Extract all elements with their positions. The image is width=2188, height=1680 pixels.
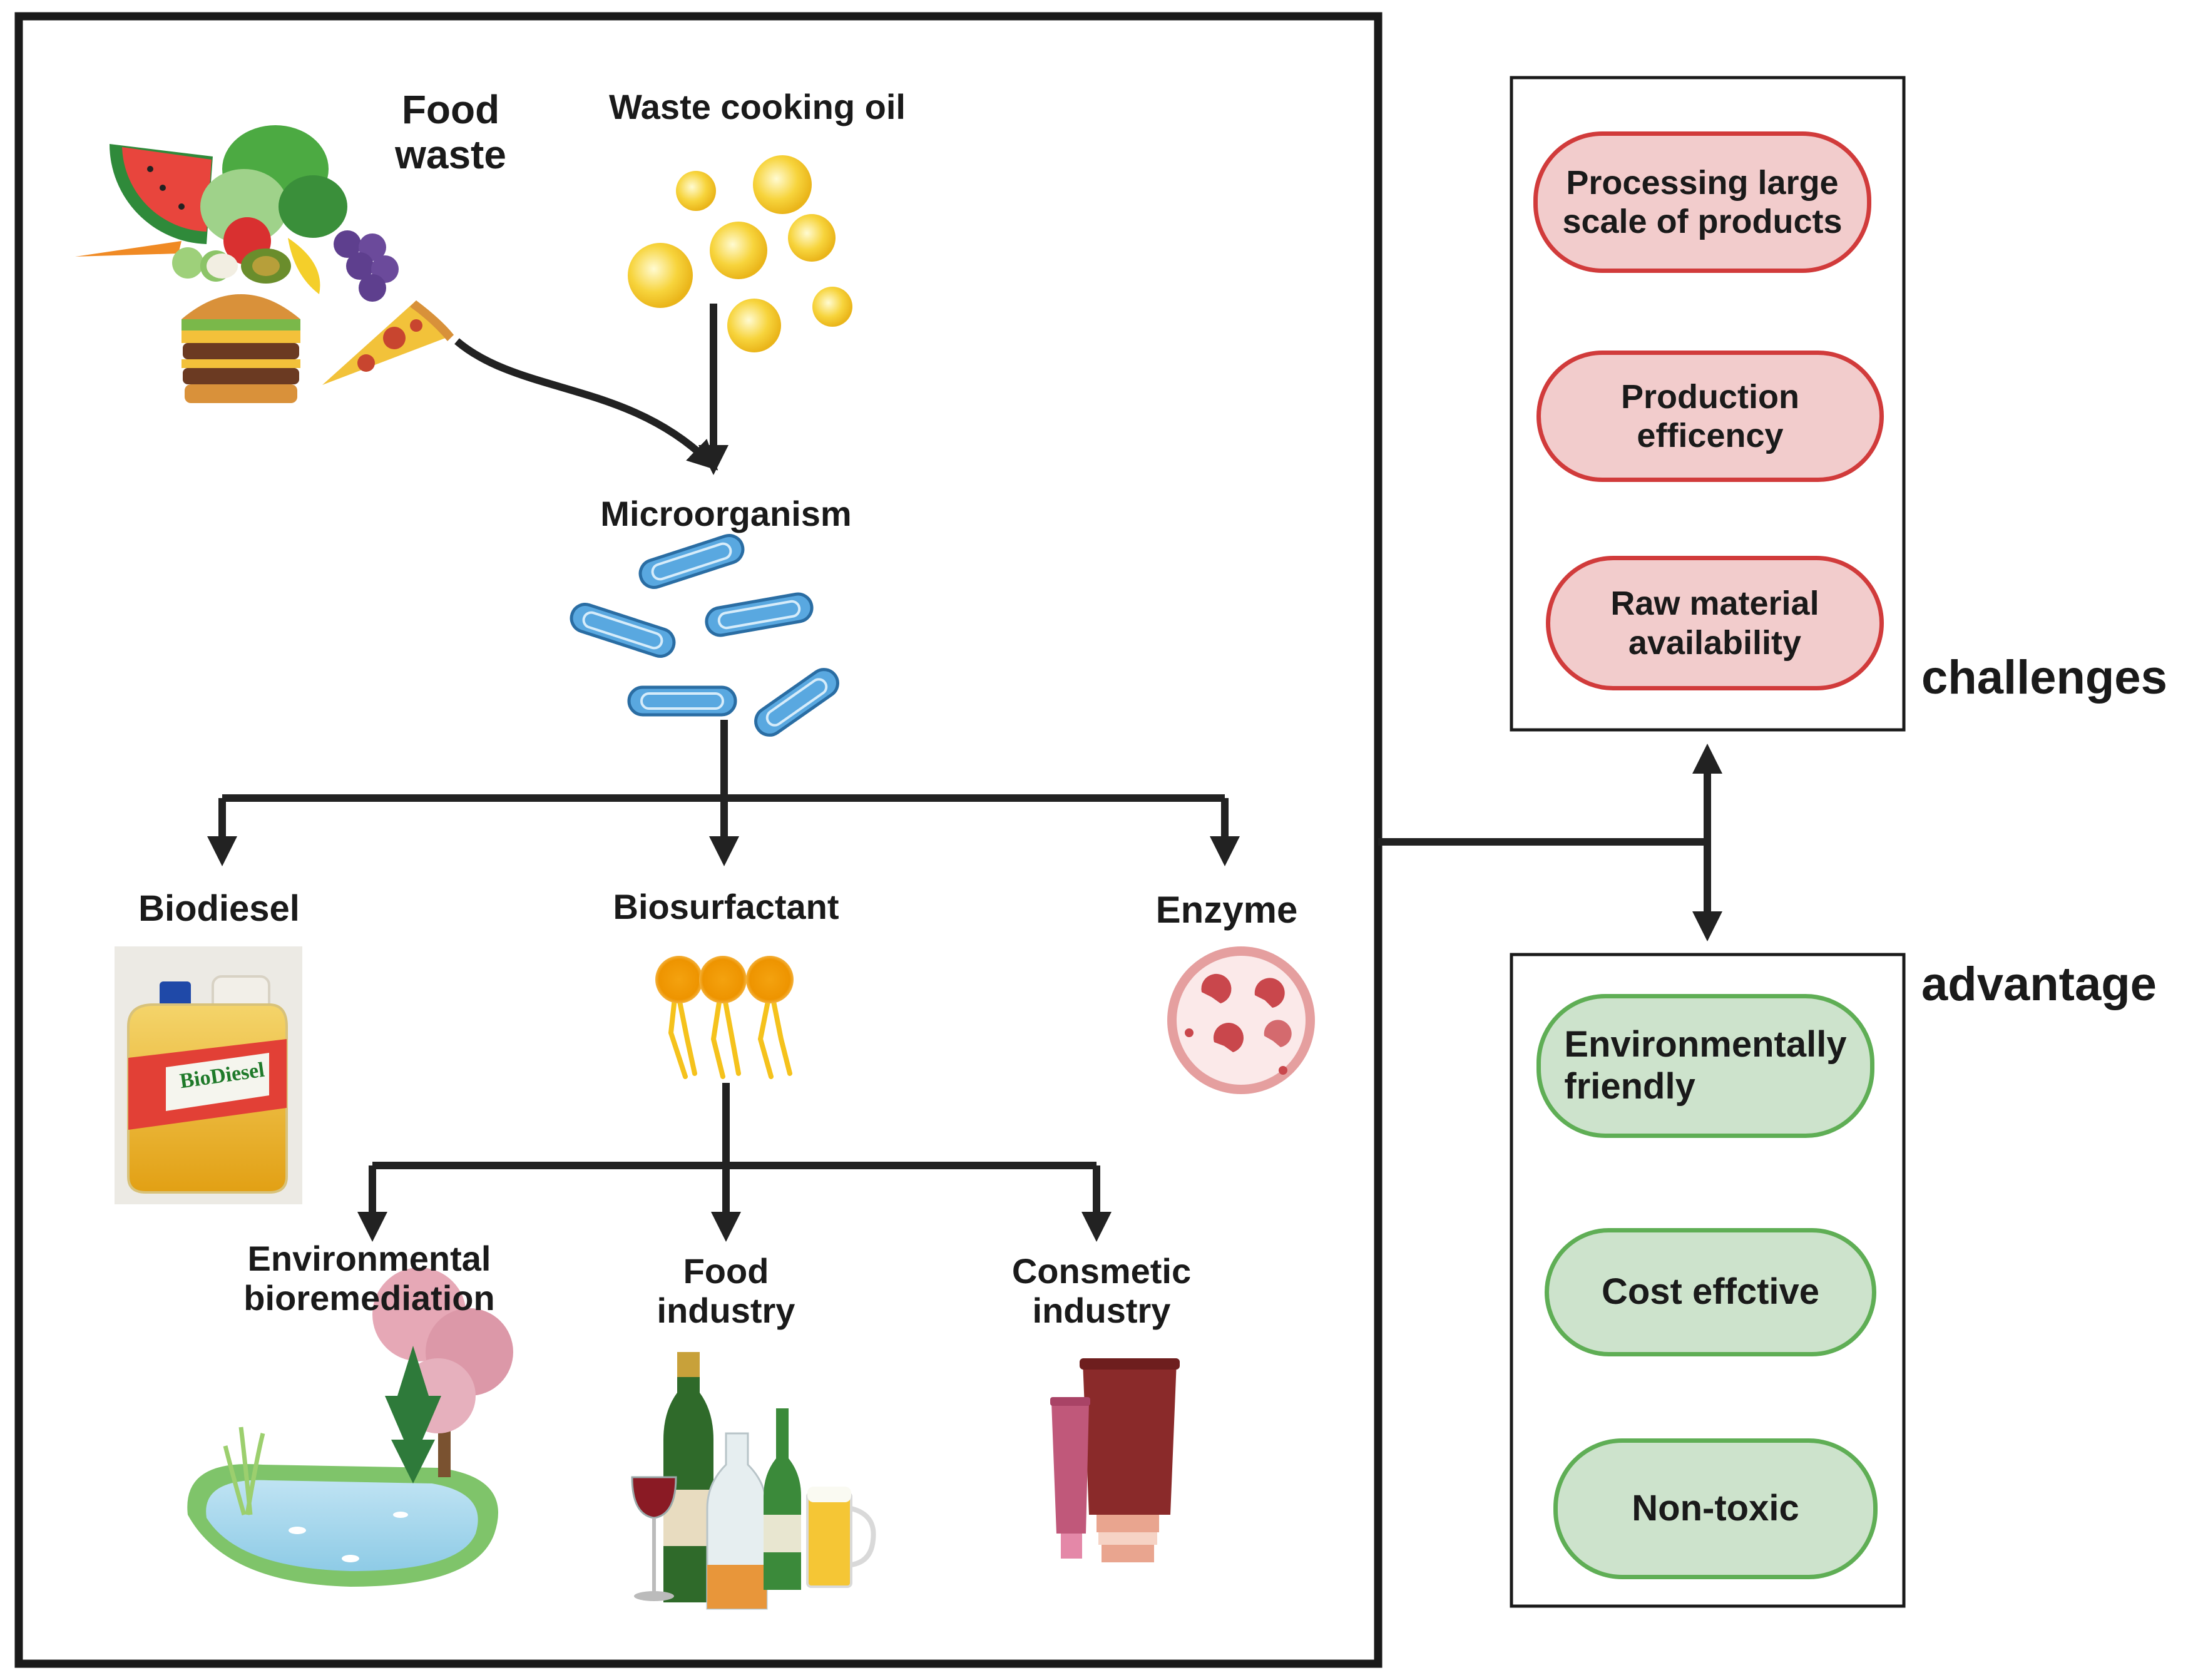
food-industry-bottles: [631, 1352, 876, 1610]
enzyme-image: [1167, 946, 1315, 1094]
biosurfactant-label: Biosurfactant: [613, 887, 839, 926]
challenge-text-2: Production efficency: [1621, 377, 1799, 454]
biodiesel-can-image: [115, 946, 302, 1204]
advantage-pill-3: Non-toxic: [1553, 1438, 1878, 1579]
advantage-pill-1: Environmentally friendly: [1536, 994, 1874, 1138]
food-waste-illustration: [75, 125, 454, 403]
cosmetic-tubes: [1050, 1358, 1180, 1562]
challenges-title: challenges: [1921, 651, 2167, 704]
food-to-microbe-arrow: [454, 338, 718, 471]
advantage-text-3: Non-toxic: [1632, 1488, 1799, 1529]
biodiesel-label: Biodiesel: [138, 888, 300, 929]
food-waste-label: Food waste: [395, 87, 506, 177]
challenge-pill-1: Processing large scale of products: [1533, 131, 1871, 273]
waste-oil-droplets: [628, 155, 852, 352]
advantage-pill-2: Cost effctive: [1545, 1228, 1876, 1356]
challenge-pill-2: Production efficency: [1536, 351, 1884, 482]
enzyme-label: Enzyme: [1155, 889, 1298, 931]
bacteria-inner: [582, 542, 828, 727]
biosurfactant-heads: [655, 956, 794, 1003]
biosurfactant-molecules: [668, 996, 792, 1079]
advantage-title: advantage: [1921, 958, 2157, 1011]
waste-cooking-oil-label: Waste cooking oil: [609, 87, 906, 126]
bioremediation-scene: [187, 1268, 513, 1587]
challenge-text-1: Processing large scale of products: [1562, 163, 1843, 240]
challenge-text-3: Raw material availability: [1610, 585, 1819, 662]
advantage-text-1: Environmentally friendly: [1564, 1024, 1847, 1107]
cosmetic-industry-label: Consmetic industry: [1011, 1251, 1192, 1330]
environmental-bioremediation-label: Environmental bioremediation: [243, 1239, 495, 1318]
food-industry-label: Food industry: [657, 1251, 795, 1330]
advantage-text-2: Cost effctive: [1601, 1271, 1820, 1313]
microorganism-label: Microorganism: [600, 494, 852, 533]
challenge-pill-3: Raw material availability: [1546, 556, 1884, 690]
